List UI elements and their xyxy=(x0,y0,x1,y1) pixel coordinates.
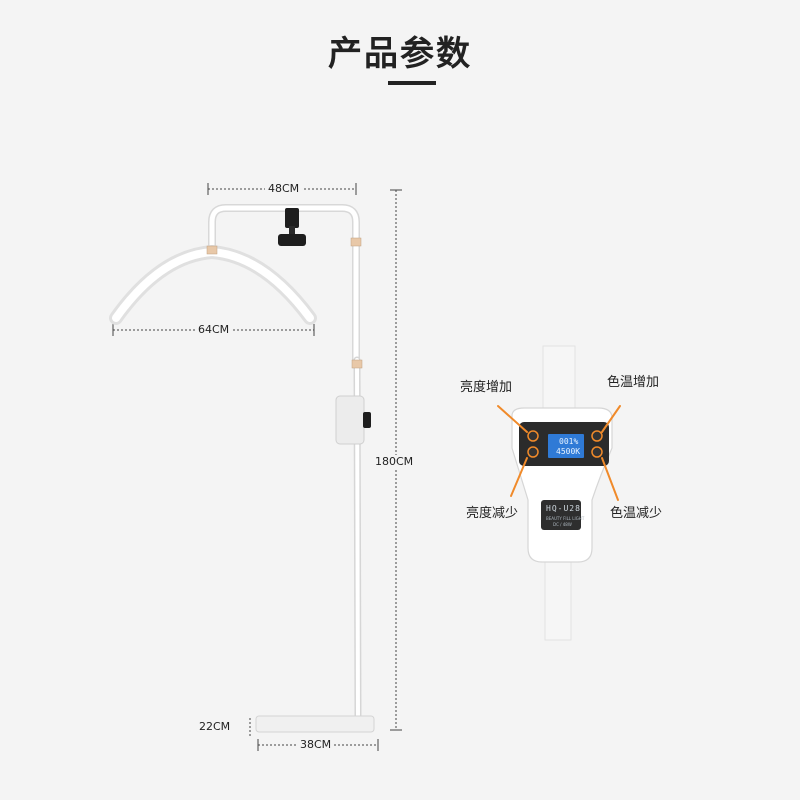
page-title: 产品参数 xyxy=(328,34,472,74)
lcd-color-temp: 4500K xyxy=(556,447,581,456)
brand-line-1: BEAUTY FILL LIGHT xyxy=(546,516,585,521)
dim-top-width: 48CM xyxy=(265,182,303,196)
pole-knob xyxy=(363,412,371,428)
brightness-down-button xyxy=(527,446,539,458)
dim-height: 180CM xyxy=(372,455,417,469)
dim-arc-width: 64CM xyxy=(195,323,233,337)
label-color-temp-down: 色温减少 xyxy=(610,506,663,521)
pole-connector xyxy=(350,237,362,247)
dim-base-width: 38CM xyxy=(297,738,335,752)
model-plate xyxy=(541,500,581,530)
color-temp-up-button xyxy=(591,430,603,442)
title-underline xyxy=(388,81,436,85)
closeup-pole-bottom xyxy=(544,549,572,641)
label-color-temp-up: 色温增加 xyxy=(607,375,660,390)
model-label: HQ-U28 xyxy=(546,504,581,513)
callout-lines xyxy=(497,405,621,501)
control-panel-closeup xyxy=(497,345,621,641)
phone-clamp-icon xyxy=(278,208,306,246)
pole-control-box xyxy=(335,395,365,445)
dim-base-height: 22CM xyxy=(196,720,234,734)
brightness-up-button xyxy=(527,430,539,442)
lcd-brightness: 001% xyxy=(559,437,579,446)
dimension-ticks xyxy=(112,183,402,751)
label-brightness-down: 亮度减少 xyxy=(466,506,519,521)
lcd-screen xyxy=(548,434,584,458)
height-connector xyxy=(351,359,363,369)
closeup-pole-top xyxy=(542,345,576,417)
base-plate xyxy=(255,715,375,733)
brand-line-2: DC / 48W xyxy=(553,522,572,527)
label-brightness-up: 亮度增加 xyxy=(460,380,513,395)
color-temp-down-button xyxy=(591,446,603,458)
arc-connector xyxy=(206,245,218,255)
